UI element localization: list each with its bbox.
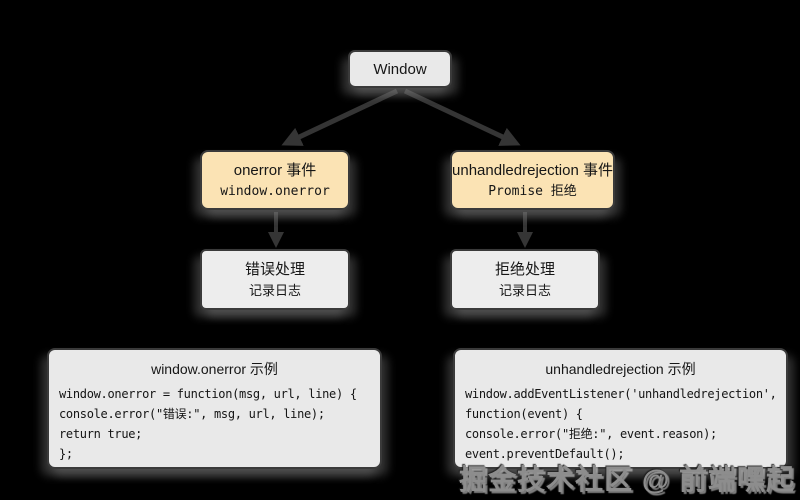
- code-line: console.error("拒绝:", event.reason);: [465, 427, 717, 441]
- watermark-text: 掘金技术社区 @ 前端嘿起: [459, 464, 795, 495]
- node-window-label: Window: [373, 60, 427, 78]
- code-line: console.error("错误:", msg, url, line);: [59, 407, 325, 421]
- code-panel-onerror-title: window.onerror 示例: [151, 361, 278, 377]
- node-onerror-title: onerror 事件: [233, 161, 317, 179]
- arrow-window-to-onerror: [281, 88, 399, 146]
- node-error-handler: 错误处理 记录日志: [200, 249, 350, 310]
- code-line: event.preventDefault();: [465, 447, 625, 461]
- code-line: function(event) {: [465, 407, 583, 421]
- code-panel-unhandledrejection-title: unhandledrejection 示例: [545, 361, 696, 377]
- node-unhandledrejection-subtitle: Promise 拒绝: [488, 183, 577, 199]
- code-line: return true;: [59, 427, 143, 441]
- node-rejection-handler: 拒绝处理 记录日志: [450, 249, 600, 310]
- node-unhandledrejection-title: unhandledrejection 事件: [452, 161, 613, 179]
- code-panel-onerror-code: window.onerror = function(msg, url, line…: [59, 384, 380, 464]
- node-onerror-subtitle: window.onerror: [220, 183, 330, 199]
- node-window: Window: [348, 50, 452, 88]
- code-panel-onerror-example: window.onerror 示例 window.onerror = funct…: [47, 348, 382, 469]
- node-onerror-event: onerror 事件 window.onerror: [200, 150, 350, 210]
- code-line: window.addEventListener('unhandledreject…: [465, 387, 777, 401]
- node-unhandledrejection-event: unhandledrejection 事件 Promise 拒绝: [450, 150, 615, 210]
- arrow-window-to-unhandledrejection: [403, 88, 521, 146]
- code-panel-unhandledrejection-code: window.addEventListener('unhandledreject…: [465, 384, 786, 467]
- code-line: };: [59, 447, 73, 461]
- node-rejection-handler-subtitle: 记录日志: [498, 283, 551, 298]
- code-line: window.onerror = function(msg, url, line…: [59, 387, 357, 401]
- code-panel-unhandledrejection-example: unhandledrejection 示例 window.addEventLis…: [453, 348, 788, 469]
- node-error-handler-title: 错误处理: [244, 261, 305, 278]
- node-error-handler-subtitle: 记录日志: [248, 283, 301, 298]
- node-rejection-handler-title: 拒绝处理: [494, 261, 555, 278]
